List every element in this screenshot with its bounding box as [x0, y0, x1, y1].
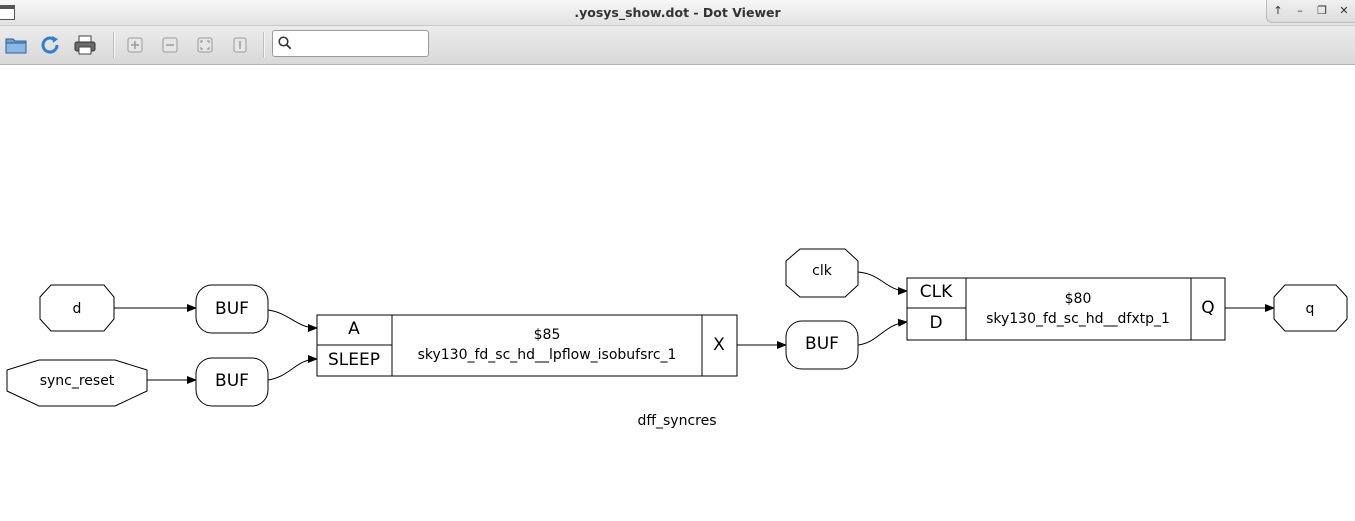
graph-caption: dff_syncres	[637, 413, 716, 429]
edge-buf2-sleep	[267, 355, 318, 381]
pin-x-label: X	[713, 335, 725, 355]
zoom-in-button[interactable]	[123, 34, 147, 56]
search-input[interactable]	[295, 33, 427, 56]
close-icon[interactable]: ✕	[1339, 4, 1349, 17]
edge-buf3-d	[857, 318, 908, 346]
search-icon	[278, 36, 292, 50]
zoom-out-button[interactable]	[158, 34, 182, 56]
zoom-fit-icon	[197, 37, 213, 53]
pin-clk-label: CLK	[920, 282, 953, 302]
port-label: d	[73, 301, 82, 317]
buf-label: BUF	[805, 334, 839, 354]
buf-node-1[interactable]: BUF	[195, 284, 269, 334]
window-title: .yosys_show.dot - Dot Viewer	[574, 5, 781, 20]
pin-sleep-label: SLEEP	[328, 350, 380, 370]
port-label: clk	[812, 263, 833, 279]
reload-icon	[41, 36, 59, 54]
pin-a-label: A	[348, 319, 360, 339]
input-port-d[interactable]: d	[39, 284, 115, 332]
cell-80-dfxtp[interactable]: CLK D $80 sky130_fd_sc_hd__dfxtp_1 Q	[906, 277, 1226, 341]
edge-clk-clk	[857, 271, 908, 295]
input-port-sync-reset[interactable]: sync_reset	[6, 359, 148, 407]
title-bar: .yosys_show.dot - Dot Viewer ↑ – ❐ ✕	[0, 0, 1355, 26]
cell-85-isobufsrc[interactable]: A SLEEP $85 sky130_fd_sc_hd__lpflow_isob…	[316, 314, 738, 377]
app-icon[interactable]	[0, 5, 15, 20]
print-button[interactable]	[73, 34, 97, 56]
reload-button[interactable]	[38, 34, 62, 56]
edge-buf1-a	[267, 309, 318, 332]
cell-id-label: $80	[1065, 291, 1092, 307]
toolbar-separator	[113, 32, 115, 58]
zoom-in-icon	[127, 37, 143, 53]
zoom-fit-button[interactable]	[193, 34, 217, 56]
buf-label: BUF	[215, 371, 249, 391]
folder-icon	[5, 38, 27, 54]
buf-node-3[interactable]: BUF	[785, 320, 859, 370]
shade-icon[interactable]: ↑	[1273, 4, 1283, 17]
pin-q-label: Q	[1201, 298, 1214, 318]
search-box[interactable]	[272, 30, 429, 57]
printer-icon	[74, 35, 96, 55]
zoom-100-icon	[233, 37, 247, 53]
minimize-icon[interactable]: –	[1297, 4, 1303, 17]
cell-id-label: $85	[534, 327, 561, 343]
maximize-icon[interactable]: ❐	[1317, 4, 1327, 17]
open-button[interactable]	[4, 34, 28, 56]
toolbar-separator	[263, 32, 265, 58]
graph-canvas[interactable]: d sync_reset clk q BUF BUF BUF	[0, 65, 1355, 517]
zoom-out-icon	[162, 37, 178, 53]
toolbar	[0, 26, 1355, 65]
port-label: sync_reset	[40, 373, 115, 389]
zoom-100-button[interactable]	[228, 34, 252, 56]
cell-type-label: sky130_fd_sc_hd__lpflow_isobufsrc_1	[418, 347, 677, 363]
graph-svg: d sync_reset clk q BUF BUF BUF	[6, 248, 1348, 429]
cell-type-label: sky130_fd_sc_hd__dfxtp_1	[986, 311, 1170, 327]
output-port-q[interactable]: q	[1273, 284, 1348, 332]
port-label: q	[1306, 301, 1315, 317]
window-controls: ↑ – ❐ ✕	[1266, 0, 1355, 23]
buf-label: BUF	[215, 299, 249, 319]
pin-d-label: D	[929, 313, 942, 333]
buf-node-2[interactable]: BUF	[195, 357, 269, 407]
input-port-clk[interactable]: clk	[785, 248, 859, 298]
